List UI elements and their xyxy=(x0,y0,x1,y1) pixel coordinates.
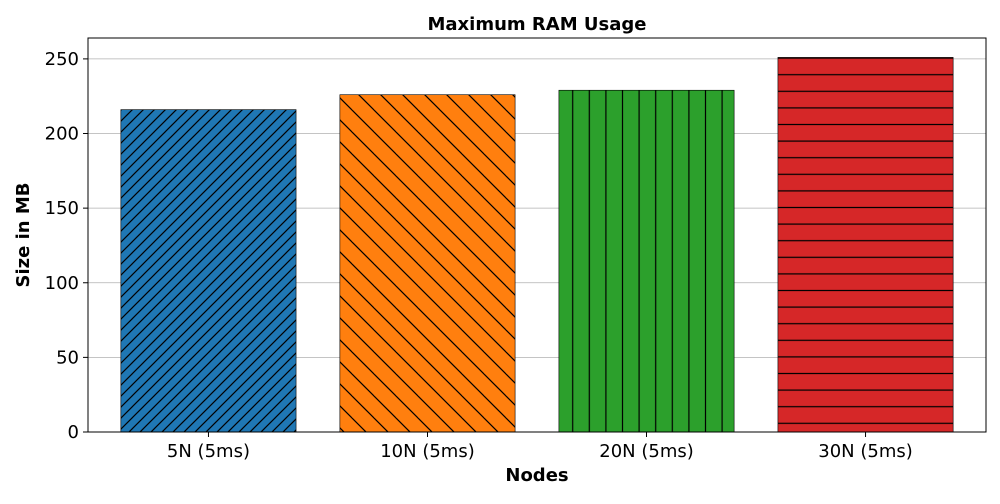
y-tick-label: 0 xyxy=(68,422,79,443)
chart-title: Maximum RAM Usage xyxy=(428,14,647,35)
x-tick-label: 30N (5ms) xyxy=(818,441,913,462)
bar-1 xyxy=(120,109,297,433)
bars xyxy=(120,57,954,433)
y-tick-label: 50 xyxy=(56,347,79,368)
bar-3 xyxy=(558,89,735,433)
x-axis-label: Nodes xyxy=(505,465,568,486)
y-tick-label: 150 xyxy=(45,198,79,219)
y-axis-label: Size in MB xyxy=(13,183,34,288)
x-tick-label: 5N (5ms) xyxy=(167,441,250,462)
y-tick-label: 250 xyxy=(45,49,79,70)
x-tick-label: 20N (5ms) xyxy=(599,441,694,462)
y-axis-ticks: 0 50 100 150 200 250 xyxy=(45,49,88,443)
y-tick-label: 100 xyxy=(45,273,79,294)
x-tick-label: 10N (5ms) xyxy=(380,441,475,462)
bar-2 xyxy=(339,94,516,433)
y-tick-label: 200 xyxy=(45,124,79,145)
plot-frame xyxy=(87,37,987,433)
bar-4 xyxy=(777,57,954,433)
x-axis-ticks: 5N (5ms) 10N (5ms) 20N (5ms) 30N (5ms) xyxy=(167,432,913,462)
